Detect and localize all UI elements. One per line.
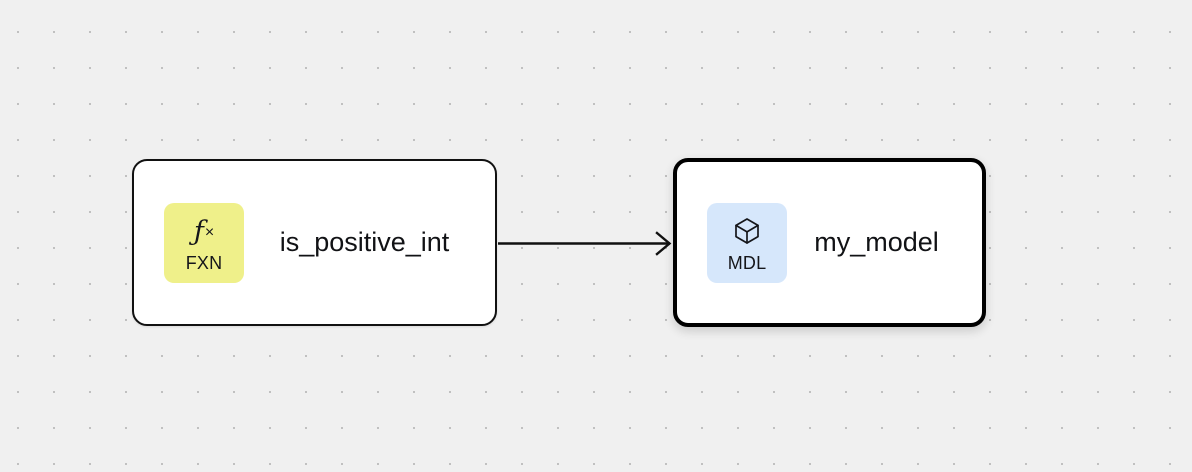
node-title-fxn: is_positive_int <box>279 227 450 257</box>
node-type-label-mdl: MDL <box>727 253 767 273</box>
function-icon: ƒ× <box>194 213 214 249</box>
edge-arrowhead-icon <box>655 231 672 256</box>
node-is-positive-int[interactable]: ƒ× FXN is_positive_int <box>132 159 497 326</box>
node-title-mdl: my_model <box>814 227 939 257</box>
function-glyph-times: × <box>204 224 215 241</box>
function-glyph: ƒ <box>193 215 204 247</box>
edge-fxn-to-mdl[interactable] <box>498 231 672 256</box>
node-type-badge-fxn: ƒ× FXN <box>164 202 244 283</box>
node-my-model[interactable]: MDL my_model <box>673 158 986 327</box>
node-type-badge-mdl: MDL <box>707 202 787 283</box>
cube-icon <box>731 213 763 249</box>
node-type-label-fxn: FXN <box>185 253 223 273</box>
